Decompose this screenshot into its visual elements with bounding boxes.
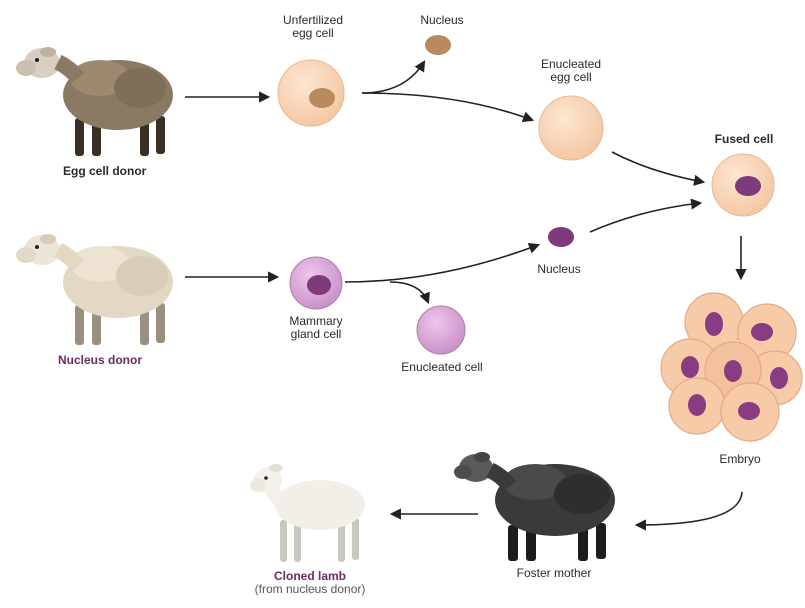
arrow-nucleus-to-fused: [590, 203, 700, 232]
arrow-enucleated-to-fused: [612, 152, 703, 182]
nucleus-middle-label: Nucleus: [528, 263, 590, 276]
cloned-lamb: [250, 464, 365, 562]
enucleated-cell-label: Enucleated cell: [388, 361, 496, 374]
enucleated-egg-label: Enucleated egg cell: [526, 58, 616, 84]
unfertilized-egg-label: Unfertilized egg cell: [268, 14, 358, 40]
nucleus-top-label: Nucleus: [412, 14, 472, 27]
arrow-egg-to-enucleated: [362, 93, 532, 120]
enucleated-egg-label-line2: egg cell: [526, 71, 616, 84]
fused-cell: [712, 154, 774, 216]
arrow-mammary-to-nucleus: [345, 245, 538, 282]
mammary-gland-cell: [290, 257, 342, 309]
mammary-gland-label: Mammary gland cell: [280, 315, 352, 341]
arrow-mammary-to-enucleated: [390, 282, 428, 302]
unfertilized-egg-label-line2: egg cell: [268, 27, 358, 40]
enucleated-egg-cell: [539, 96, 603, 160]
fused-cell-label: Fused cell: [700, 133, 788, 146]
egg-donor-sheep: [16, 47, 173, 156]
arrow-embryo-to-foster: [637, 492, 742, 525]
nucleus-donor-label: Nucleus donor: [58, 354, 142, 367]
mammary-gland-label-line2: gland cell: [280, 328, 352, 341]
enucleated-mammary-cell: [417, 306, 465, 354]
foster-mother-label: Foster mother: [508, 567, 600, 580]
donor-nucleus: [548, 227, 574, 247]
removed-egg-nucleus: [425, 35, 451, 55]
embryo: [661, 293, 802, 441]
foster-mother-sheep: [454, 452, 615, 561]
cloned-lamb-label-group: Cloned lamb (from nucleus donor): [240, 570, 380, 596]
egg-donor-label: Egg cell donor: [63, 165, 146, 178]
arrow-egg-to-nucleus: [362, 62, 424, 93]
embryo-label: Embryo: [708, 453, 772, 466]
cloned-lamb-note: (from nucleus donor): [240, 583, 380, 596]
nucleus-donor-sheep: [16, 234, 173, 345]
unfertilized-egg-cell: [278, 60, 344, 126]
